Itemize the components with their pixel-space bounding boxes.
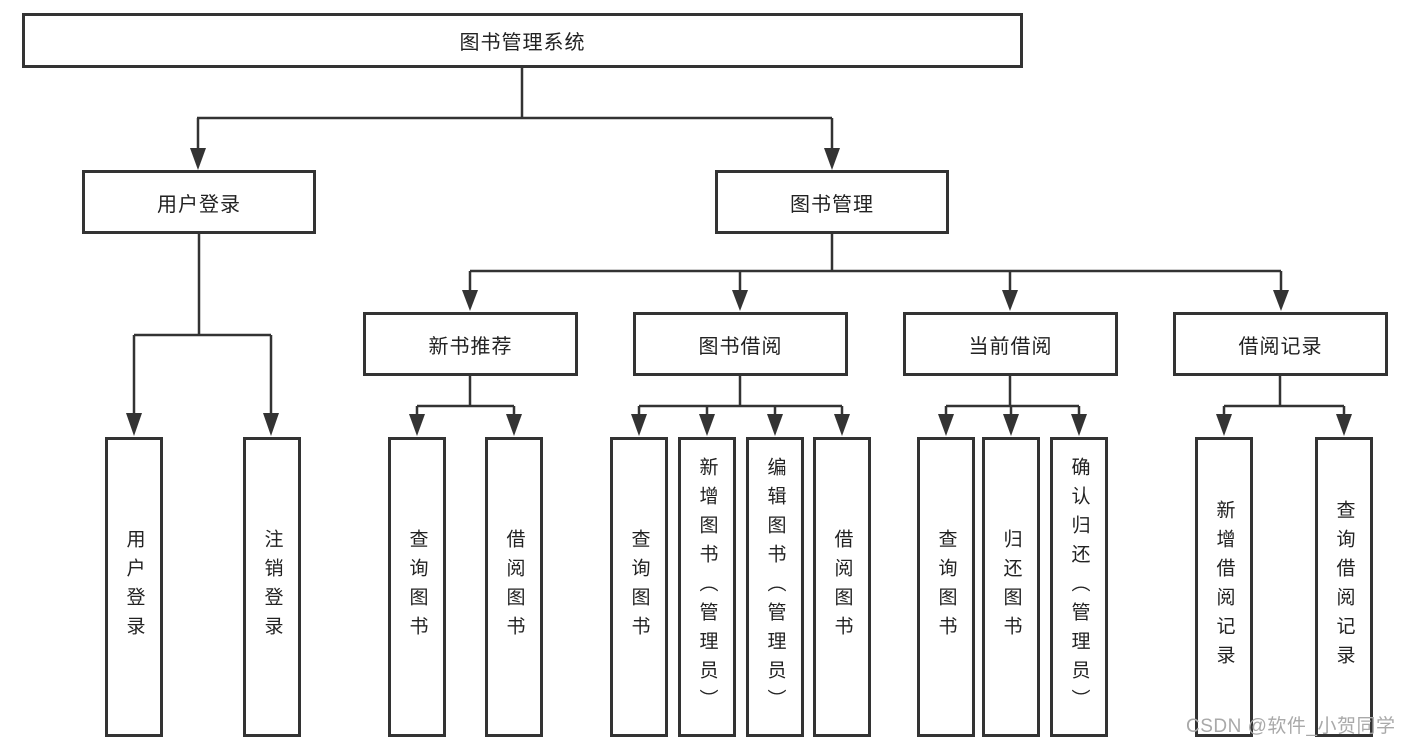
node-current-return-book: 归还图书: [982, 437, 1040, 737]
node-new-book-recommend-label: 新书推荐: [428, 335, 513, 358]
node-recommend-query-book: 查询图书: [388, 437, 446, 737]
arrow-to-recommend-query-book: [409, 414, 425, 436]
arrow-to-current-return-book: [1003, 414, 1019, 436]
node-recommend-query-book-label: 查询图书: [406, 529, 428, 645]
arrow-to-new-book-recommend: [462, 290, 478, 311]
node-recommend-borrow-book: 借阅图书: [485, 437, 543, 737]
arrow-to-book-borrow: [732, 290, 748, 311]
node-borrow-record: 借阅记录: [1173, 312, 1388, 376]
node-book-borrow-label: 图书借阅: [698, 335, 783, 358]
arrow-to-current-query-book: [938, 414, 954, 436]
arrow-to-borrow-record: [1273, 290, 1289, 311]
node-borrow-add-book-label: 新增图书（管理员）: [696, 456, 718, 718]
csdn-watermark: CSDN @软件_小贺同学: [1186, 716, 1396, 737]
node-borrow-record-label: 借阅记录: [1238, 335, 1323, 358]
node-borrow-query-book: 查询图书: [610, 437, 668, 737]
node-borrow-add-book: 新增图书（管理员）: [678, 437, 736, 737]
arrow-to-book-management: [824, 148, 840, 170]
node-record-query-record: 查询借阅记录: [1315, 437, 1373, 737]
node-root-label: 图书管理系统: [459, 32, 586, 54]
node-borrow-edit-book: 编辑图书（管理员）: [746, 437, 804, 737]
node-book-borrow: 图书借阅: [633, 312, 848, 376]
node-borrow-edit-book-label: 编辑图书（管理员）: [764, 456, 786, 718]
node-borrow-borrow-book-label: 借阅图书: [831, 529, 853, 645]
arrow-to-borrow-borrow-book: [834, 414, 850, 436]
node-recommend-borrow-book-label: 借阅图书: [503, 529, 525, 645]
node-book-management-label: 图书管理: [790, 193, 874, 216]
node-current-confirm-return-label: 确认归还（管理员）: [1068, 456, 1090, 718]
node-current-borrow: 当前借阅: [903, 312, 1118, 376]
node-record-query-record-label: 查询借阅记录: [1333, 500, 1355, 674]
node-current-query-book: 查询图书: [917, 437, 975, 737]
arrow-to-user-login: [126, 413, 142, 436]
arrow-to-current-borrow: [1002, 290, 1018, 311]
node-current-return-book-label: 归还图书: [1000, 529, 1022, 645]
node-logout-login-label: 注销登录: [261, 529, 283, 645]
node-root: 图书管理系统: [22, 13, 1023, 68]
node-user-login: 用户登录: [105, 437, 163, 737]
node-current-borrow-label: 当前借阅: [968, 335, 1053, 358]
node-user-login-label: 用户登录: [123, 529, 145, 645]
arrow-to-recommend-borrow-book: [506, 414, 522, 436]
arrow-to-borrow-add-book: [699, 414, 715, 436]
node-current-confirm-return: 确认归还（管理员）: [1050, 437, 1108, 737]
arrow-to-record-add-record: [1216, 414, 1232, 436]
arrow-to-current-confirm-return: [1071, 414, 1087, 436]
arrow-to-user-login-group: [190, 148, 206, 170]
node-borrow-borrow-book: 借阅图书: [813, 437, 871, 737]
node-logout-login: 注销登录: [243, 437, 301, 737]
node-borrow-query-book-label: 查询图书: [628, 529, 650, 645]
node-current-query-book-label: 查询图书: [935, 529, 957, 645]
node-book-management: 图书管理: [715, 170, 949, 234]
node-new-book-recommend: 新书推荐: [363, 312, 578, 376]
node-user-login-group-label: 用户登录: [157, 193, 241, 216]
arrow-to-record-query-record: [1336, 414, 1352, 436]
node-record-add-record: 新增借阅记录: [1195, 437, 1253, 737]
node-user-login-group: 用户登录: [82, 170, 316, 234]
arrow-to-borrow-edit-book: [767, 414, 783, 436]
arrow-to-borrow-query-book: [631, 414, 647, 436]
arrow-to-logout-login: [263, 413, 279, 436]
node-record-add-record-label: 新增借阅记录: [1213, 500, 1235, 674]
